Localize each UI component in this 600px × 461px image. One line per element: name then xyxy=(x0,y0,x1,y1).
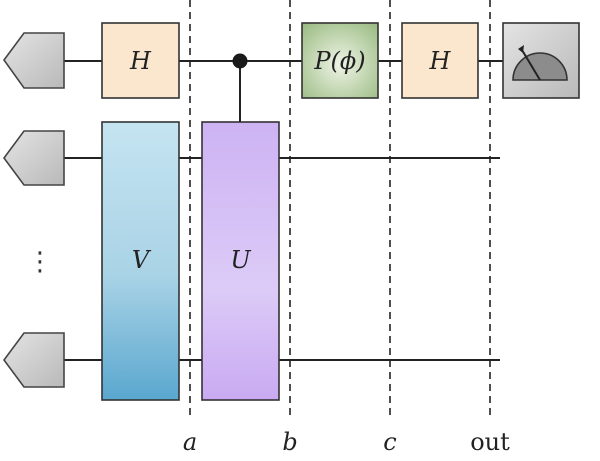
gate-h2-label: H xyxy=(429,47,452,75)
gate-u-label: U xyxy=(230,246,251,274)
gate-h2: H xyxy=(401,22,479,99)
step-label-out: out xyxy=(470,428,510,456)
qubit-input-pentagon-icon xyxy=(3,32,65,89)
gate-phase-label: P(ϕ) xyxy=(313,47,365,75)
qubit-ellipsis: ⋮ xyxy=(27,247,53,277)
qubit-input-pentagon-icon xyxy=(3,130,65,186)
gate-u: U xyxy=(201,121,280,401)
step-label-c: c xyxy=(383,428,396,456)
step-dividers xyxy=(189,0,491,418)
qubit-input-pentagon-icon xyxy=(3,332,65,388)
step-label-b: b xyxy=(282,428,297,456)
gate-phase: P(ϕ) xyxy=(301,22,379,99)
control-dot xyxy=(232,53,248,69)
gate-h1: H xyxy=(101,22,180,99)
gate-v-label: V xyxy=(132,246,152,274)
gate-v: V xyxy=(101,121,180,401)
gate-h1-label: H xyxy=(129,47,152,75)
step-label-a: a xyxy=(183,428,197,456)
measurement-meter-icon xyxy=(502,22,580,99)
step-labels: a b c out xyxy=(183,428,510,456)
inputs xyxy=(3,32,65,388)
